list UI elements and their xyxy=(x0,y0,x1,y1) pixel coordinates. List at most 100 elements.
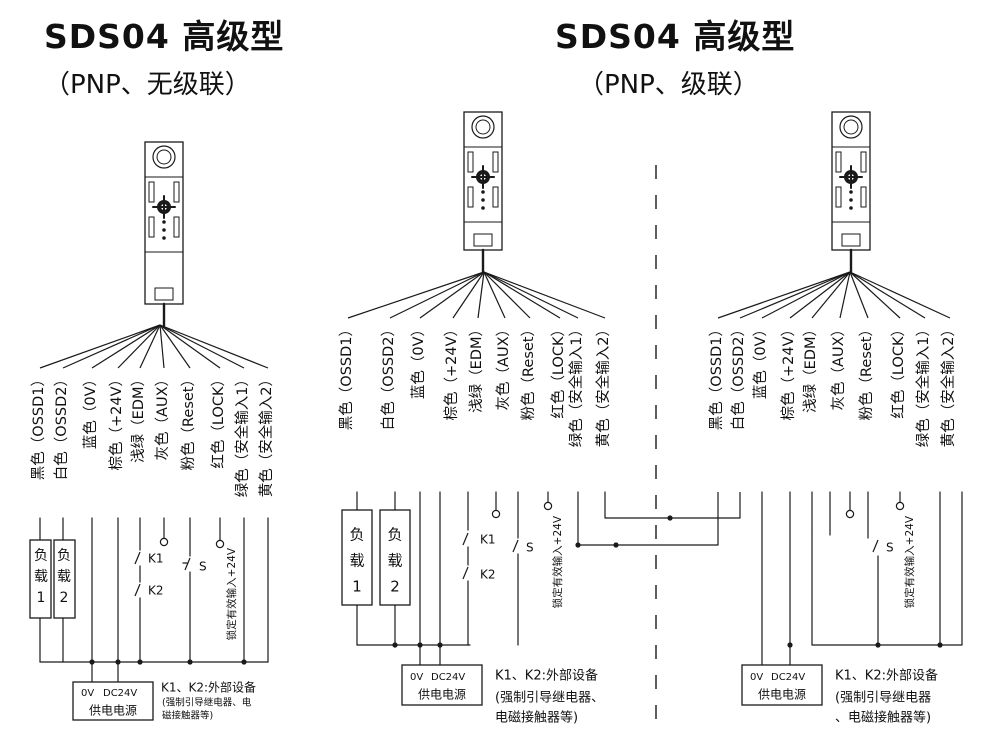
right-b-wire-fan xyxy=(839,271,851,319)
connector-icon xyxy=(841,233,861,247)
mount-tab-icon xyxy=(467,151,474,173)
right-b-switch-label: S xyxy=(886,541,894,555)
right-b-junction-dot xyxy=(875,642,881,648)
right-a-power-0v: 0V xyxy=(410,672,423,683)
mount-tab-icon xyxy=(860,186,867,208)
left-junction-dot xyxy=(241,659,247,665)
right-b-wire-label-3: 棕色（+24V） xyxy=(780,322,797,421)
right-a-switch-label: S xyxy=(526,541,534,555)
left-load-1-char: 负 xyxy=(34,548,48,564)
right-b-wire-fan xyxy=(739,271,851,319)
left-lock-note: 锁定有效输入+24V xyxy=(225,547,238,640)
left-sensor xyxy=(144,141,184,328)
right-a-wire-fan xyxy=(389,271,485,319)
cascade-junction-dot xyxy=(575,542,581,548)
indicator-led-icon xyxy=(849,190,853,194)
right-b-wire-label-8: 绿色（安全输入1） xyxy=(914,322,932,447)
mount-tab-icon xyxy=(492,186,499,208)
left-wire-label-2: 蓝色（0V） xyxy=(82,372,99,449)
left-k2-contact xyxy=(134,583,141,597)
left-external-detail-2: 磁接触器等) xyxy=(162,710,213,722)
left-wire-label-8: 绿色（安全输入1） xyxy=(233,372,251,497)
mount-tab-icon xyxy=(173,216,180,238)
indicator-led-icon xyxy=(481,206,485,210)
left-power-box xyxy=(72,681,154,721)
right-subtitle: （PNP、级联） xyxy=(578,70,759,100)
mount-tab-icon xyxy=(467,186,474,208)
left-load-1-char: 1 xyxy=(37,590,46,606)
right-a-lock-terminal xyxy=(543,501,553,511)
right-a-wire-label-7: 红色（LOCK） xyxy=(550,322,567,419)
sensor-lens-icon xyxy=(471,115,495,139)
right-a-wire-label-9: 黄色（安全输入2） xyxy=(594,322,612,447)
right-b-wire-label-9: 黄色（安全输入2） xyxy=(939,322,957,447)
right-a-wire-fan xyxy=(483,271,506,319)
right-b-power-24v: DC24V xyxy=(771,672,805,683)
right-b-bus-0v xyxy=(811,535,962,646)
right-b-power-0v: 0V xyxy=(750,672,763,683)
right-a-wire-label-0: 黑色（OSSD1） xyxy=(338,322,355,430)
right-a-k2-contact xyxy=(462,566,469,580)
right-a-k2-label: K2 xyxy=(480,568,496,582)
right-b-wire-fan xyxy=(761,271,851,319)
left-wire-label-1: 白色（OSSD2） xyxy=(53,372,70,480)
left-junction-dot xyxy=(187,659,193,665)
right-a-wire-fan xyxy=(483,271,606,319)
connector-icon xyxy=(154,287,174,301)
sensor-lens-ring-icon xyxy=(475,119,491,135)
right-a-k1-contact xyxy=(462,532,469,546)
mount-tab-icon xyxy=(148,216,155,238)
right-b-reset-switch xyxy=(872,539,879,553)
left-lock-terminal xyxy=(215,539,225,549)
left-wire-fan xyxy=(159,324,165,369)
left-title: SDS04 高级型 xyxy=(44,17,285,56)
mount-tab-icon xyxy=(173,181,180,203)
left-external-note: K1、K2:外部设备 xyxy=(161,680,256,695)
right-a-load-2-char: 载 xyxy=(387,552,402,570)
left-wire-label-4: 浅绿（EDM） xyxy=(130,372,147,463)
left-wire-fan xyxy=(117,324,161,369)
right-a-wire-label-3: 棕色（+24V） xyxy=(443,322,460,421)
right-b-wire-label-4: 浅绿（EDM） xyxy=(802,322,819,413)
right-a-load-1-char: 1 xyxy=(352,578,362,596)
cascade-ossd-link xyxy=(605,492,741,519)
cascade-input-link xyxy=(578,492,719,546)
left-aux-terminal xyxy=(159,537,169,547)
left-wire-fan xyxy=(139,324,161,369)
indicator-led-icon xyxy=(849,198,853,202)
left-wire-label-0: 黑色（OSSD1） xyxy=(30,372,47,480)
right-b-wire-fan xyxy=(849,271,951,319)
right-b-power-label: 供电电源 xyxy=(758,688,806,702)
left-load-2-char: 载 xyxy=(57,569,71,585)
sensor-lens-ring-icon xyxy=(156,149,172,165)
left-wire-fan xyxy=(91,324,161,369)
left-external-detail-1: (强制引导继电器、电 xyxy=(162,697,252,709)
right-b-wire-label-6: 粉色（Reset） xyxy=(858,322,875,421)
right-b-sensor xyxy=(831,111,871,274)
right-a-wire-label-5: 灰色（AUX） xyxy=(495,322,512,410)
left-load-2 xyxy=(53,539,76,619)
left-load-2-char: 2 xyxy=(60,590,69,606)
indicator-led-icon xyxy=(481,198,485,202)
left-junction-dot xyxy=(137,659,143,665)
left-power-label: 供电电源 xyxy=(89,704,137,718)
left-k1-label: K1 xyxy=(148,552,164,566)
right-a-wire-label-4: 浅绿（EDM） xyxy=(468,322,485,413)
right-a-power-box xyxy=(401,664,483,706)
sensor-lens-icon xyxy=(839,115,863,139)
left-wire-fan xyxy=(159,324,221,369)
right-b-external-detail-2: 、电磁接触器等) xyxy=(835,710,931,726)
cascade-junction-dot xyxy=(667,515,673,521)
right-a-wire-label-6: 粉色（Reset） xyxy=(520,322,537,421)
right-wiring-diagram: 黑色（OSSD1）白色（OSSD2）蓝色（0V）棕色（+24V）浅绿（EDM）灰… xyxy=(338,111,963,726)
right-b-wire-fan xyxy=(789,271,851,319)
mount-tab-icon xyxy=(492,151,499,173)
right-a-sensor xyxy=(463,111,503,274)
right-b-wire-label-7: 红色（LOCK） xyxy=(890,322,907,419)
right-a-aux-terminal xyxy=(491,509,501,519)
sensor-lens-icon xyxy=(152,145,176,169)
left-wire-fan xyxy=(159,324,245,369)
right-a-load-2-char: 负 xyxy=(387,526,402,544)
right-a-wire-fan xyxy=(483,271,531,319)
right-b-power-box xyxy=(741,664,823,706)
